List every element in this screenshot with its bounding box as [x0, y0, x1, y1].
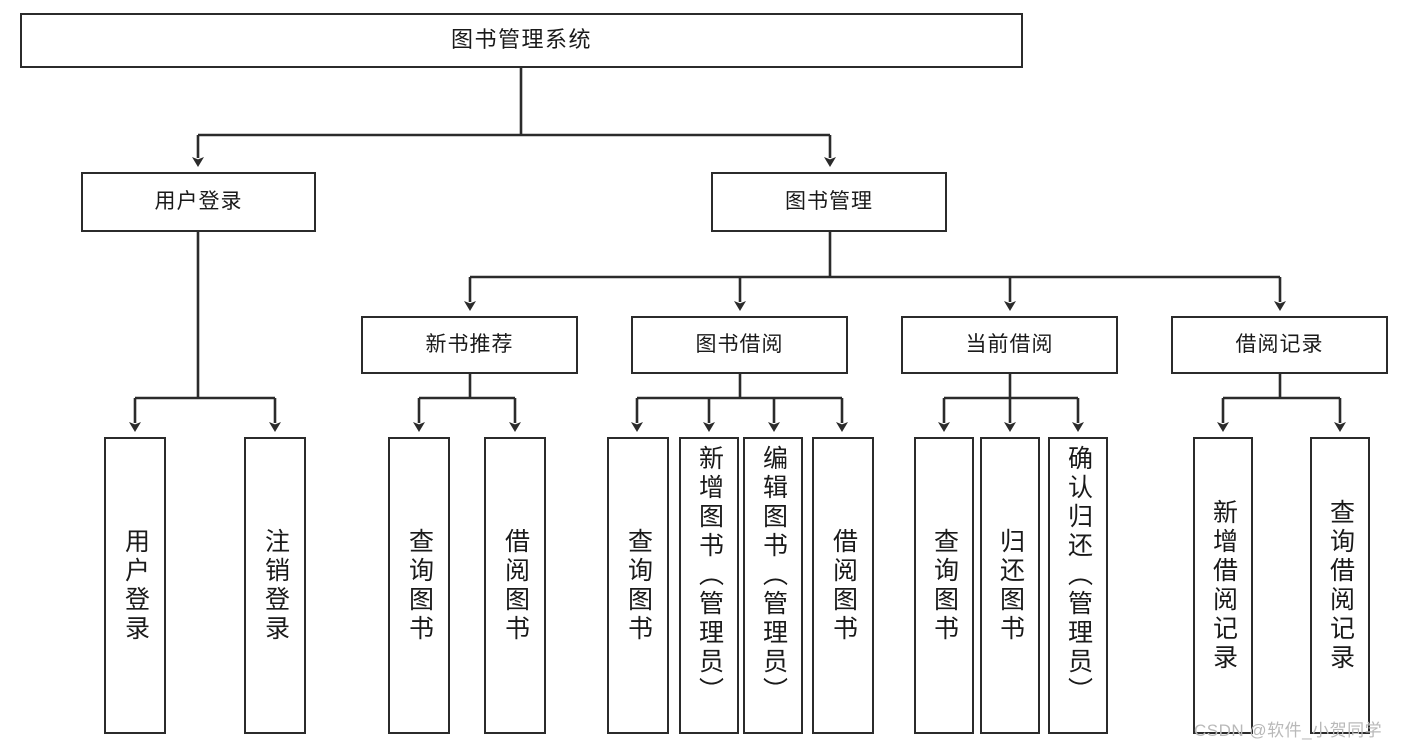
node-label: 新增图书（管理员） — [695, 445, 724, 706]
leaf-current-return-book[interactable]: 归还图书 — [980, 437, 1040, 734]
node-label: 新书推荐 — [425, 332, 514, 356]
leaf-user-login-signin[interactable]: 用户登录 — [104, 437, 166, 734]
node-new-book-recommend[interactable]: 新书推荐 — [361, 316, 578, 374]
leaf-new-book-borrow[interactable]: 借阅图书 — [484, 437, 546, 734]
node-label: 图书管理系统 — [450, 27, 592, 53]
node-label: 查询图书 — [930, 527, 959, 644]
node-label: 借阅记录 — [1235, 332, 1324, 356]
node-user-login[interactable]: 用户登录 — [81, 172, 316, 232]
leaf-current-query-book[interactable]: 查询图书 — [914, 437, 974, 734]
node-book-borrow[interactable]: 图书借阅 — [631, 316, 848, 374]
node-label: 查询图书 — [405, 527, 434, 644]
leaf-current-confirm-return-admin[interactable]: 确认归还（管理员） — [1048, 437, 1108, 734]
node-label: 确认归还（管理员） — [1064, 445, 1093, 706]
node-label: 查询图书 — [624, 527, 653, 644]
node-label: 归还图书 — [996, 527, 1025, 644]
leaf-new-book-query[interactable]: 查询图书 — [388, 437, 450, 734]
leaf-borrow-edit-book-admin[interactable]: 编辑图书（管理员） — [743, 437, 803, 734]
leaf-record-add[interactable]: 新增借阅记录 — [1193, 437, 1253, 734]
node-current-borrow[interactable]: 当前借阅 — [901, 316, 1118, 374]
node-root-library-system[interactable]: 图书管理系统 — [20, 13, 1023, 68]
node-label: 用户登录 — [121, 527, 150, 644]
node-label: 注销登录 — [261, 527, 290, 644]
leaf-borrow-add-book-admin[interactable]: 新增图书（管理员） — [679, 437, 739, 734]
node-label: 查询借阅记录 — [1326, 498, 1355, 673]
node-label: 图书管理 — [785, 189, 873, 213]
leaf-user-login-signout[interactable]: 注销登录 — [244, 437, 306, 734]
leaf-borrow-borrow-book[interactable]: 借阅图书 — [812, 437, 874, 734]
node-label: 用户登录 — [154, 189, 243, 213]
node-label: 新增借阅记录 — [1209, 498, 1238, 673]
node-label: 图书借阅 — [695, 332, 784, 356]
csdn-watermark: CSDN @软件_小贺同学 — [1194, 721, 1383, 740]
node-borrow-record[interactable]: 借阅记录 — [1171, 316, 1388, 374]
node-label: 借阅图书 — [829, 527, 858, 644]
node-label: 当前借阅 — [965, 332, 1054, 356]
node-label: 借阅图书 — [501, 527, 530, 644]
node-label: 编辑图书（管理员） — [759, 445, 788, 706]
leaf-borrow-query-book[interactable]: 查询图书 — [607, 437, 669, 734]
node-book-management[interactable]: 图书管理 — [711, 172, 947, 232]
leaf-record-query[interactable]: 查询借阅记录 — [1310, 437, 1370, 734]
